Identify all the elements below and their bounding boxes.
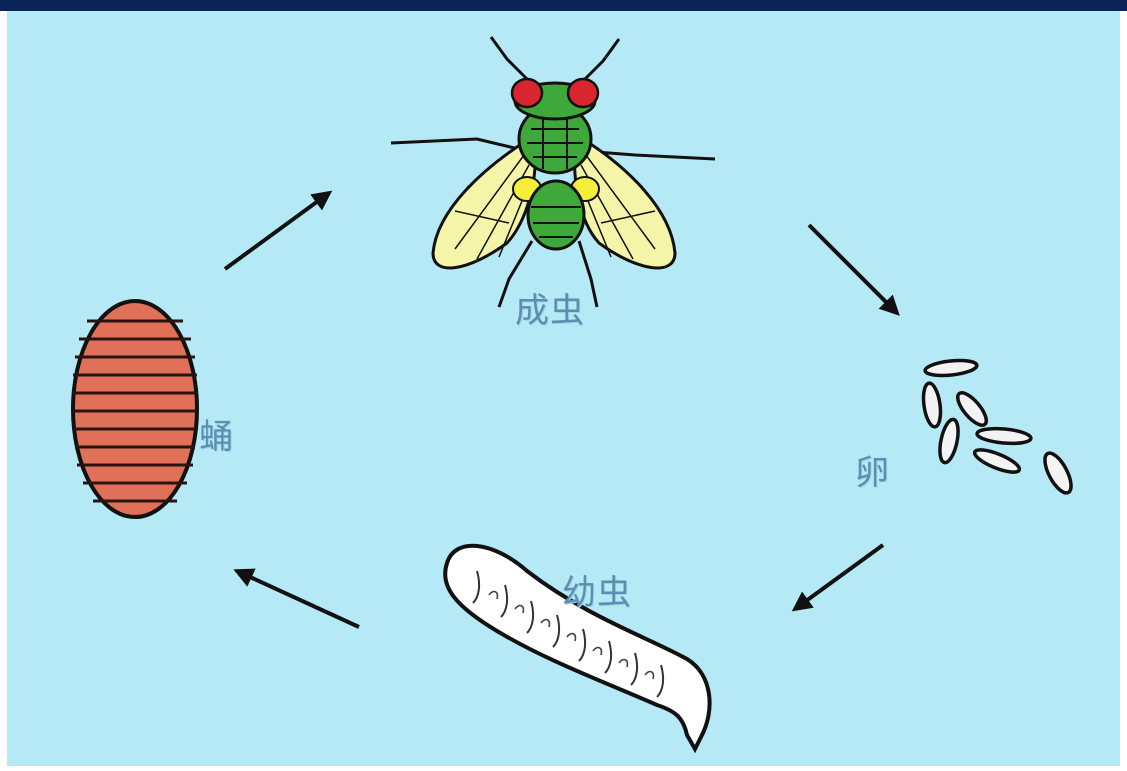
diagram-canvas: [7, 11, 1120, 766]
egg: [924, 358, 977, 377]
eggs-icon: [921, 358, 1076, 496]
life-cycle-diagram: 成虫 卵 幼虫 蛹: [7, 11, 1120, 766]
label-pupa: 蛹: [199, 409, 234, 458]
egg: [937, 418, 962, 464]
header-bar: [0, 0, 1127, 11]
label-adult: 成虫: [515, 283, 585, 332]
egg: [976, 427, 1031, 446]
fly-icon: [391, 37, 715, 307]
arrow-icon: [225, 193, 329, 269]
label-larva: 幼虫: [562, 565, 632, 614]
pupa-icon: [73, 301, 197, 517]
arrow-icon: [809, 225, 897, 313]
arrow-icon: [795, 545, 883, 609]
egg: [1040, 449, 1077, 496]
arrow-icon: [237, 571, 359, 627]
egg: [921, 382, 943, 428]
label-egg: 卵: [855, 445, 890, 494]
egg: [972, 446, 1022, 477]
